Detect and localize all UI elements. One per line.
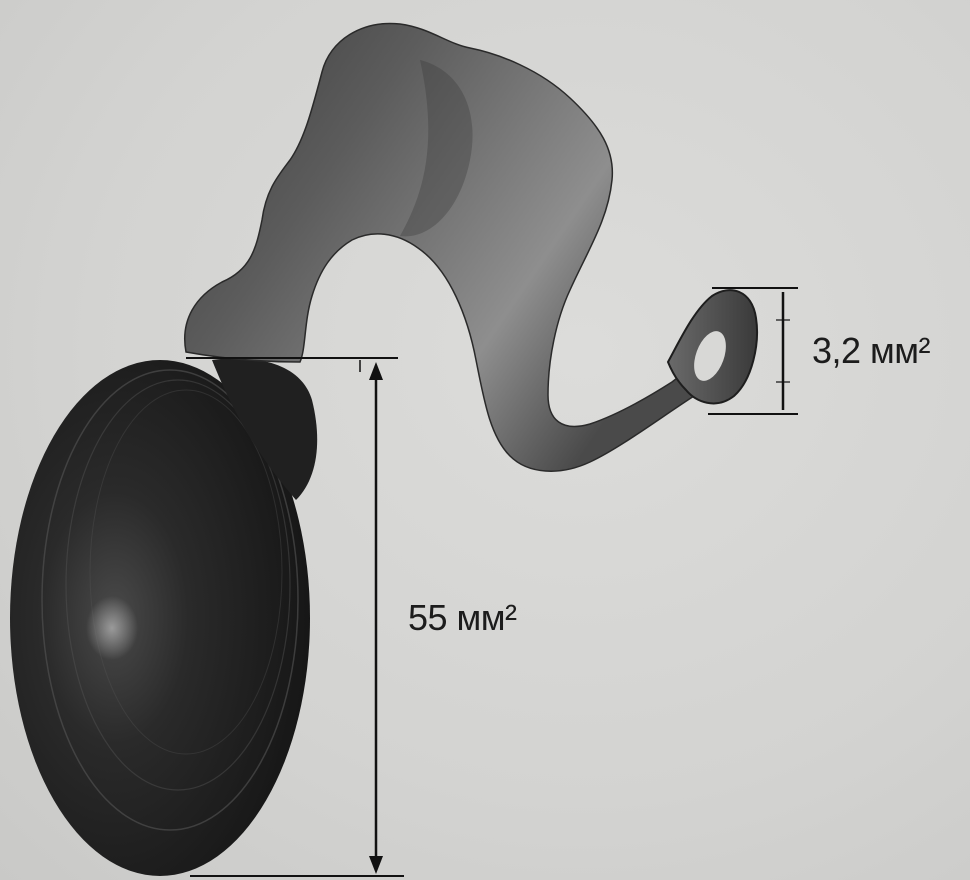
stapes bbox=[668, 290, 757, 403]
eardrum-area-label: 55 мм² bbox=[408, 597, 517, 639]
oval-window-area-label: 3,2 мм² bbox=[812, 330, 930, 372]
